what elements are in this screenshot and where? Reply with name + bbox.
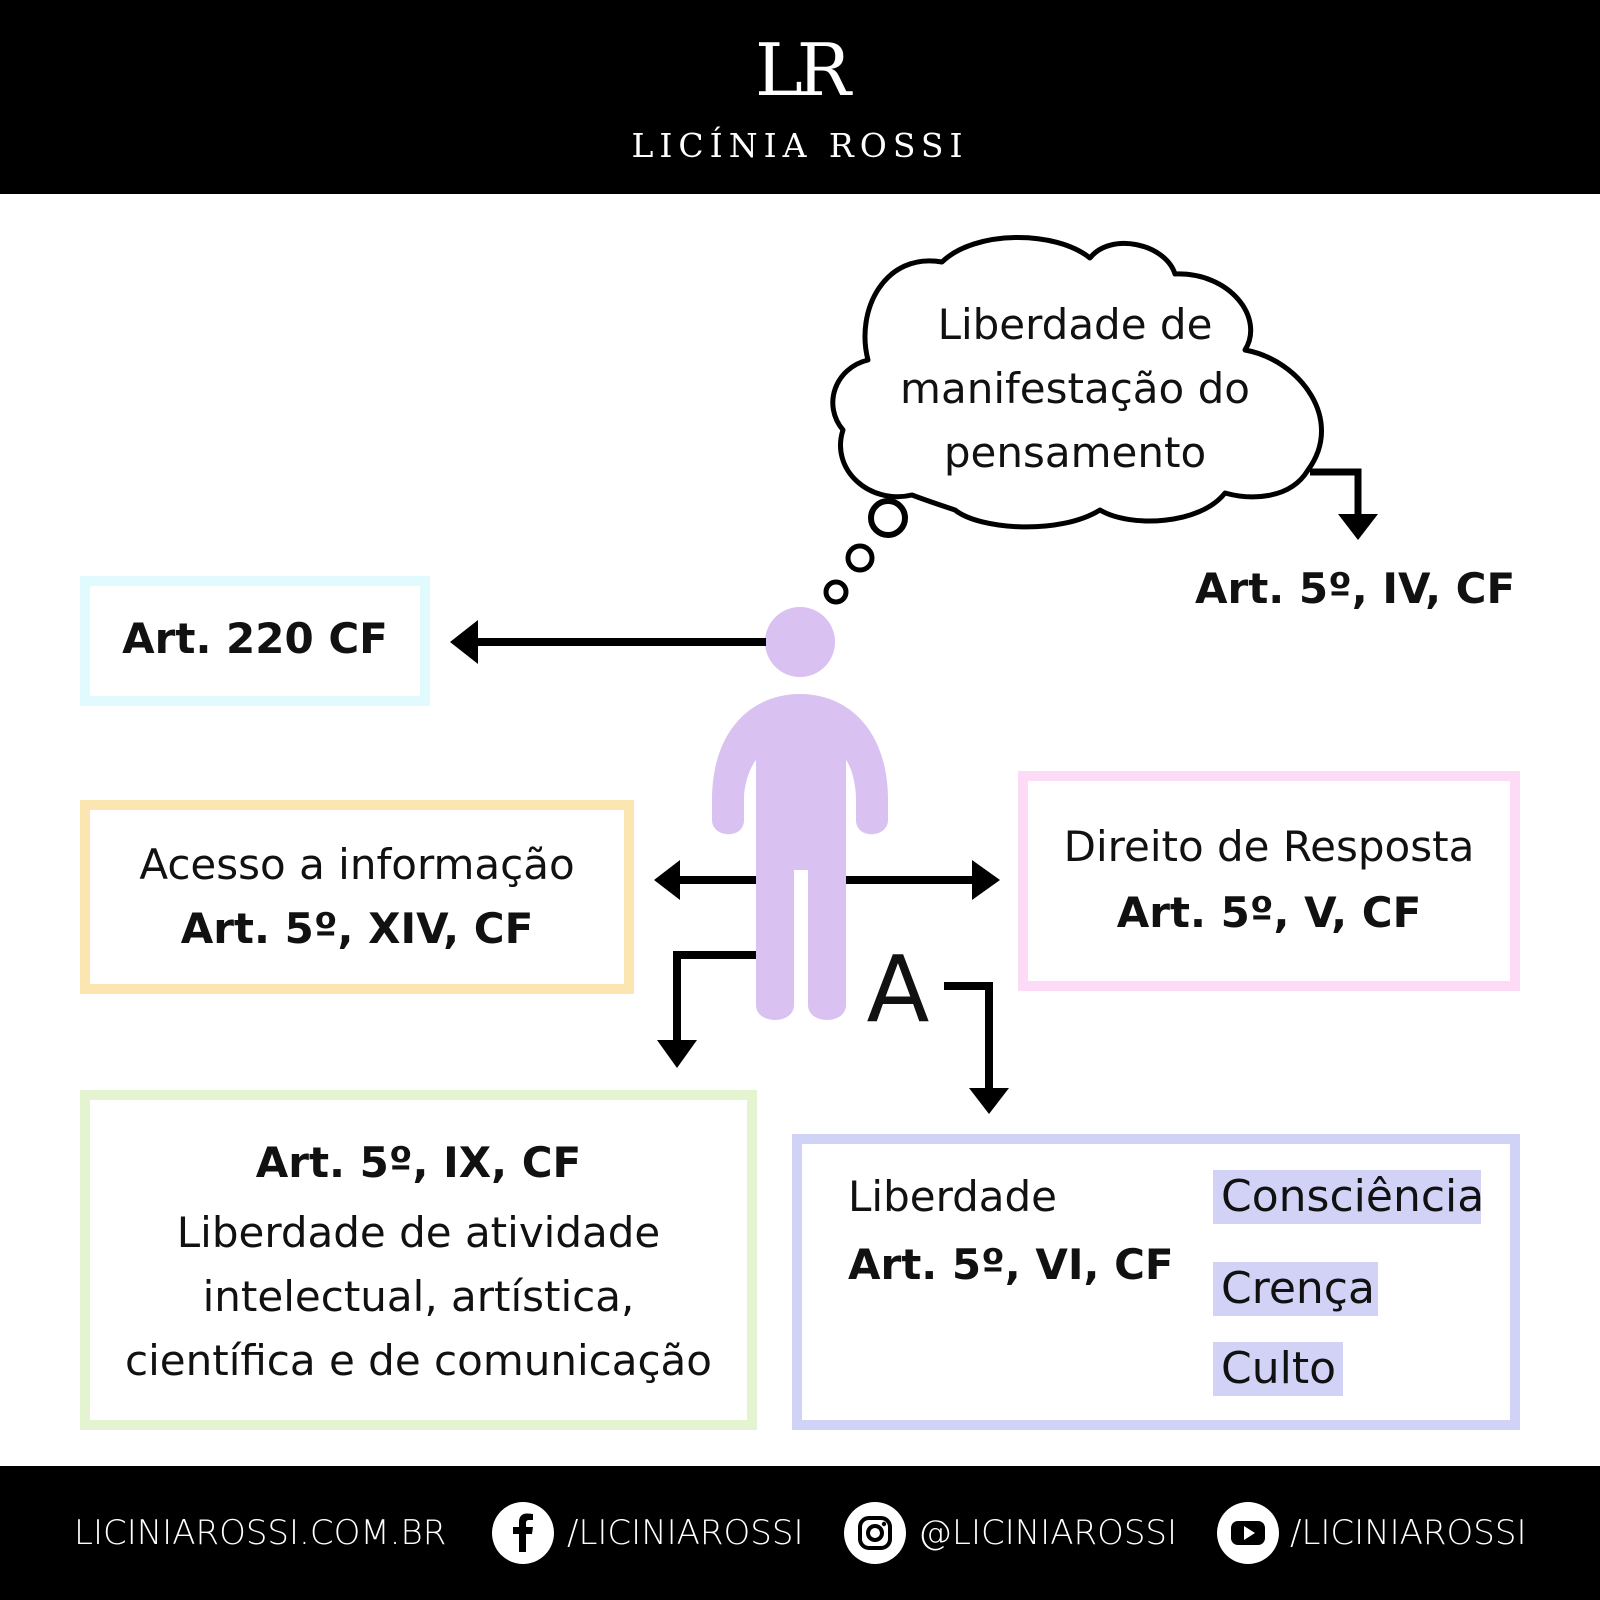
arrowhead-resposta xyxy=(972,860,1000,900)
liberdade-box xyxy=(792,1134,1520,1430)
atividade-line-3: científica e de comunicação xyxy=(125,1336,712,1385)
arrowhead-acesso xyxy=(654,860,680,900)
atividade-line-1: Liberdade de atividade xyxy=(176,1208,661,1257)
resposta-ref: Art. 5º, V, CF xyxy=(1116,888,1422,937)
footer-bar: LICINIAROSSI.COM.BR /LICINIAROSSI @LICIN… xyxy=(0,1466,1600,1600)
liberdade-item-crenca: Crença xyxy=(1213,1262,1378,1316)
instagram-icon[interactable] xyxy=(844,1502,906,1564)
thought-cloud xyxy=(830,235,1324,530)
liberdade-item-consciencia: Consciência xyxy=(1213,1170,1484,1224)
thought-bubble-large xyxy=(868,498,908,538)
art220-box xyxy=(80,576,430,706)
acesso-ref: Art. 5º, XIV, CF xyxy=(180,904,534,953)
atividade-line-2: intelectual, artística, xyxy=(202,1272,635,1321)
liberdade-label: Liberdade xyxy=(848,1172,1057,1221)
arrow-line-liberdade xyxy=(944,982,993,1090)
resposta-label: Direito de Resposta xyxy=(1063,822,1475,871)
atividade-box xyxy=(80,1090,757,1430)
acesso-box xyxy=(80,800,634,994)
acesso-label: Acesso a informação xyxy=(139,840,575,889)
liberdade-item-culto: Culto xyxy=(1213,1342,1343,1396)
thought-bubble-medium xyxy=(845,543,875,573)
arrowhead-art220 xyxy=(450,620,478,664)
arrow-line-atividade xyxy=(673,951,756,1042)
thought-line-2: manifestação do xyxy=(900,364,1250,413)
thought-bubble-small xyxy=(823,579,849,605)
footer-facebook-handle[interactable]: /LICINIAROSSI xyxy=(567,1513,804,1553)
arrowhead-atividade xyxy=(657,1040,697,1068)
footer-site-link[interactable]: LICINIAROSSI.COM.BR xyxy=(74,1513,447,1553)
thought-ref: Art. 5º, IV, CF xyxy=(1195,564,1516,613)
header-bar: LR LICÍNIA ROSSI xyxy=(0,0,1600,194)
thought-line-1: Liberdade de xyxy=(937,300,1213,349)
logo-mark: LR xyxy=(754,28,851,112)
facebook-icon[interactable] xyxy=(492,1502,554,1564)
atividade-ref: Art. 5º, IX, CF xyxy=(255,1138,582,1187)
liberdade-ref: Art. 5º, VI, CF xyxy=(848,1240,1174,1289)
youtube-icon[interactable] xyxy=(1217,1502,1279,1564)
letter-a: A xyxy=(866,936,930,1043)
arrowhead-liberdade xyxy=(969,1088,1009,1114)
brand-name: LICÍNIA ROSSI xyxy=(631,126,969,165)
arrowhead-thought-ref xyxy=(1338,514,1378,540)
footer-instagram-handle[interactable]: @LICINIAROSSI xyxy=(918,1513,1178,1553)
art220-text: Art. 220 CF xyxy=(122,614,388,663)
person-icon xyxy=(712,607,888,1020)
thought-line-3: pensamento xyxy=(943,428,1207,477)
footer-youtube-handle[interactable]: /LICINIAROSSI xyxy=(1290,1513,1527,1553)
resposta-box xyxy=(1018,771,1520,991)
arrow-thought-ref xyxy=(1310,468,1362,518)
